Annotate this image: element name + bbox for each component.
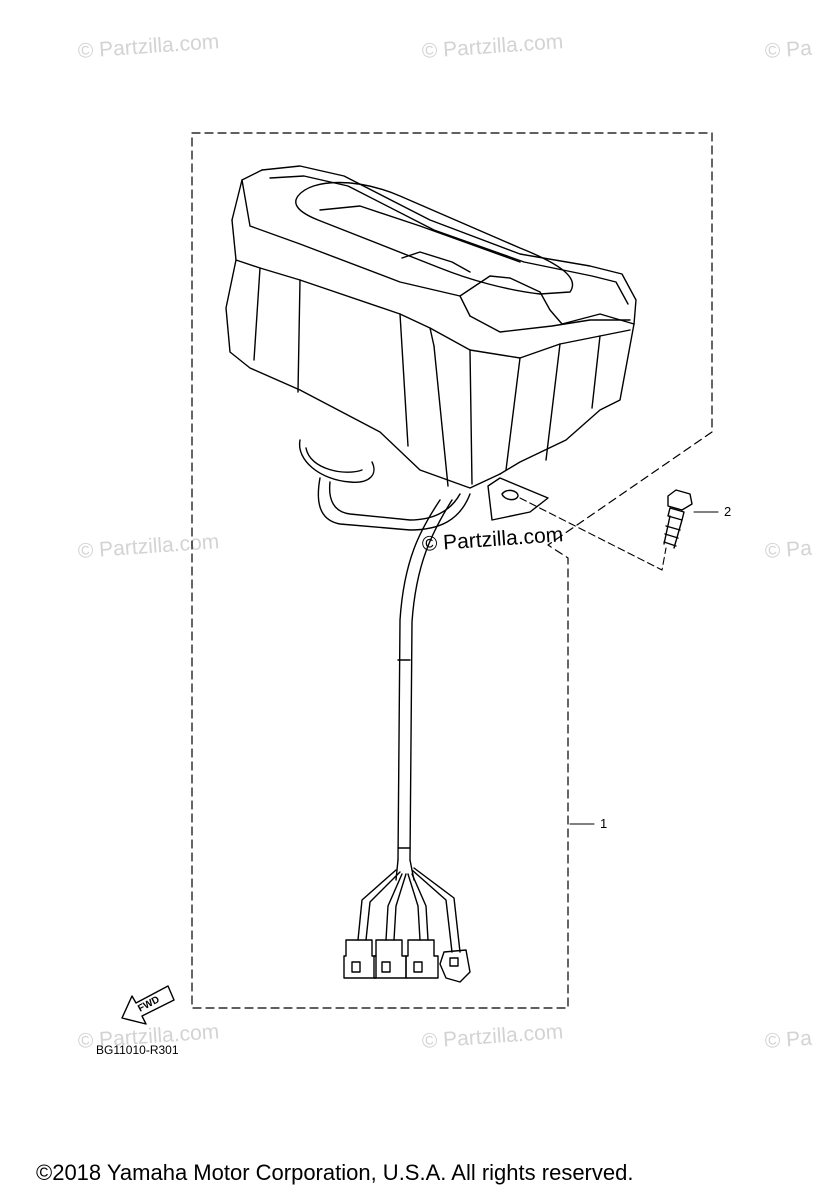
callout-2: 2 xyxy=(724,504,732,519)
fwd-label: FWD xyxy=(136,994,161,1014)
assembly-boundary xyxy=(191,132,713,1009)
diagram-code: BG11010-R301 xyxy=(96,1043,179,1057)
wire-harness xyxy=(317,477,471,953)
meter-housing xyxy=(225,165,637,521)
callout-1: 1 xyxy=(600,816,608,831)
bolt xyxy=(663,489,693,549)
copyright-notice: ©2018 Yamaha Motor Corporation, U.S.A. A… xyxy=(36,1160,634,1185)
fwd-arrow: FWD xyxy=(121,985,175,1025)
bolt-to-mount-leader xyxy=(519,497,667,571)
connectors xyxy=(343,939,471,983)
